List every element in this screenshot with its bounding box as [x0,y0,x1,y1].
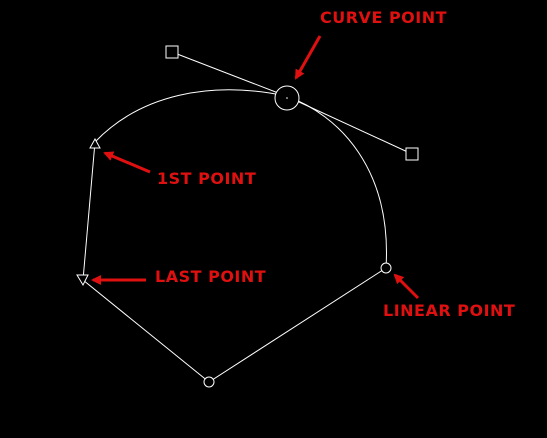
control-handle-right[interactable] [405,147,419,161]
curve-segment-right [285,95,387,269]
bottom-point-node[interactable] [203,376,215,388]
linear-point-node[interactable] [380,262,392,274]
curve-point-center-dot [286,97,288,99]
last-point-node[interactable] [76,274,89,287]
first-point-arrow [103,151,151,174]
curve-point-arrow [294,35,322,80]
control-handle-line-right [285,95,413,155]
curve-segment-upper [94,89,287,143]
first-point-label: 1ST POINT [157,169,256,188]
curve-point-label: CURVE POINT [320,8,447,27]
control-handle-left[interactable] [165,45,179,59]
first-point-node[interactable] [89,137,101,149]
control-handle-line-left [171,51,287,97]
line-segment-right-bottom [208,267,387,383]
linear-point-label: LINEAR POINT [383,301,515,320]
line-segment-bottom-left [82,279,210,383]
linear-point-arrow [393,273,420,300]
last-point-label: LAST POINT [155,267,266,286]
line-segment-left [82,141,96,281]
